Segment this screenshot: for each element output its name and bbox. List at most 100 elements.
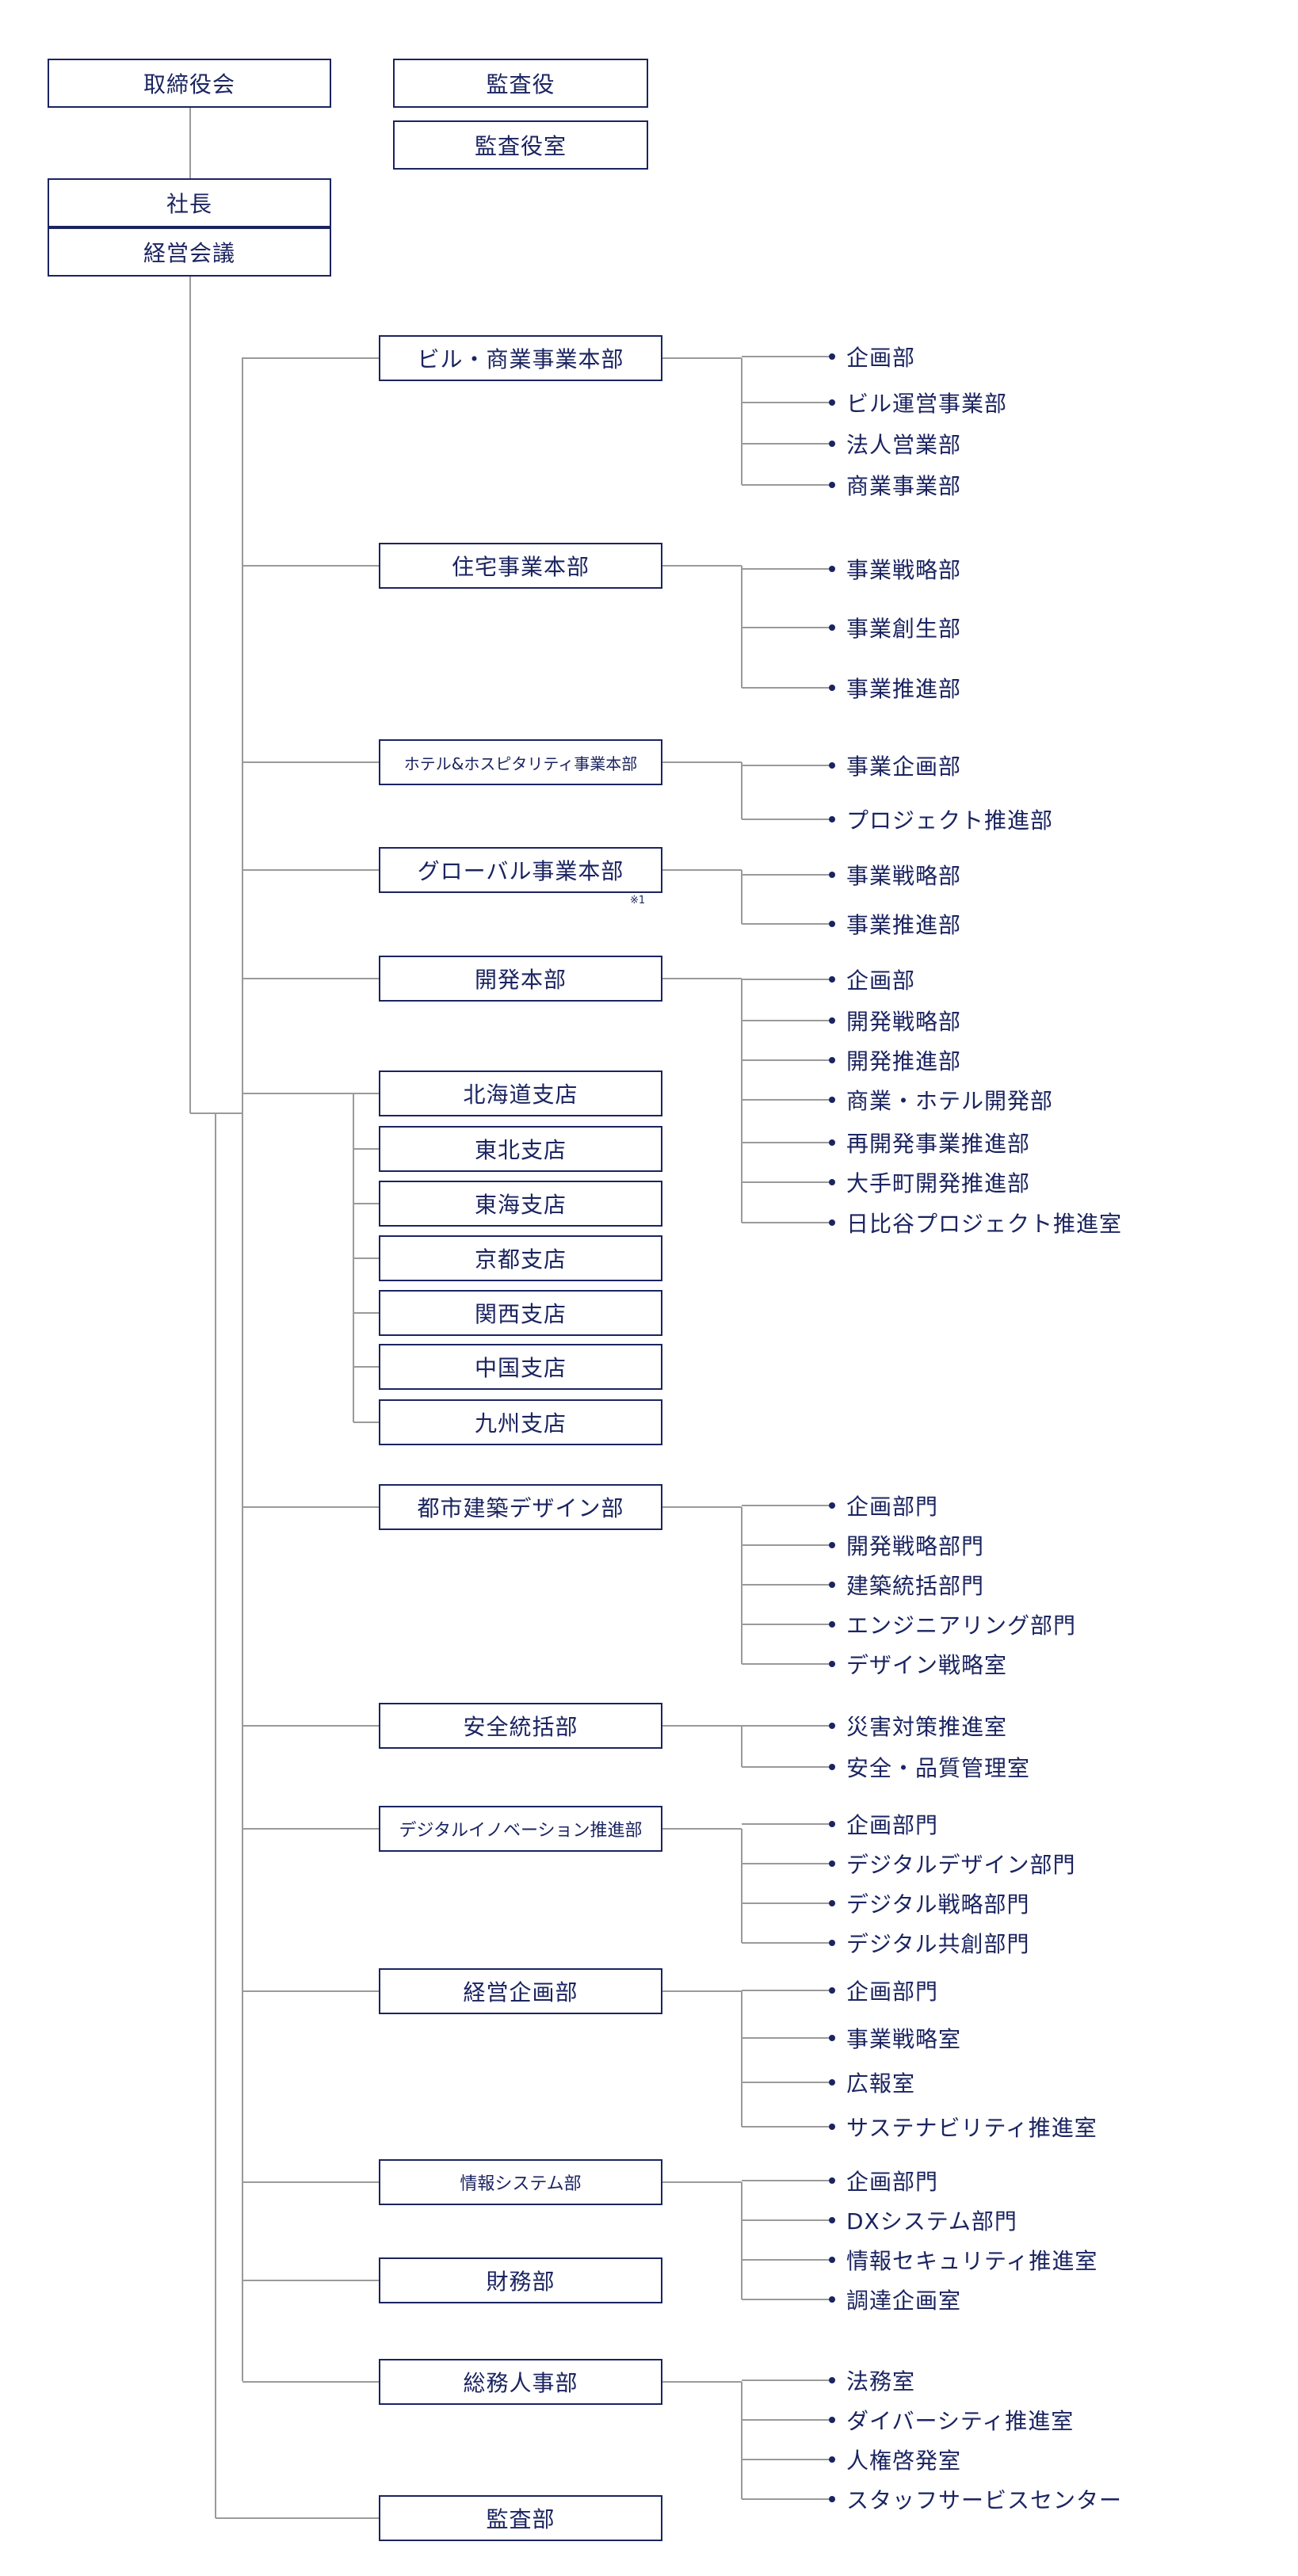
child-connector <box>742 627 832 628</box>
child-item: 災害対策推進室 <box>846 1714 1008 1740</box>
bullet-dot <box>829 482 835 488</box>
group-connector <box>242 565 379 567</box>
branch-office-connector <box>353 1366 379 1368</box>
bullet-dot <box>829 624 835 631</box>
bullet-dot <box>829 1582 835 1588</box>
branch-office-connector <box>353 1422 379 1423</box>
child-item: 法務室 <box>846 2368 916 2395</box>
group-connector <box>242 357 379 359</box>
child-item: 法人営業部 <box>846 432 962 458</box>
bullet-dot <box>829 566 835 572</box>
bullet-dot <box>829 2177 835 2184</box>
child-item: 企画部門 <box>846 2169 939 2195</box>
branch-office-connector <box>353 1203 379 1204</box>
child-item: DXシステム部門 <box>846 2208 1017 2234</box>
child-item: サステナビリティ推進室 <box>846 2115 1098 2141</box>
bullet-dot <box>829 399 835 406</box>
bullet-dot <box>829 976 835 983</box>
child-item: 事業推進部 <box>846 912 962 938</box>
bullet-dot <box>829 1860 835 1867</box>
child-connector <box>742 1059 832 1061</box>
child-connector <box>742 1181 832 1183</box>
child-item: 安全・品質管理室 <box>846 1755 1031 1781</box>
bullet-dot <box>829 1940 835 1946</box>
child-item: 大手町開発推進部 <box>846 1170 1031 1196</box>
child-item: デジタルデザイン部門 <box>846 1852 1076 1878</box>
bullet-dot <box>829 2417 835 2423</box>
auditors-box: 監査役 <box>393 59 648 108</box>
bullet-dot <box>829 1502 835 1509</box>
branch-office-connector <box>353 1257 379 1259</box>
bullet-dot <box>829 762 835 769</box>
group-box: 住宅事業本部 <box>379 543 662 589</box>
child-item: 事業戦略部 <box>846 557 962 583</box>
child-connector <box>742 2082 832 2083</box>
child-connector <box>742 1663 832 1665</box>
child-connector <box>742 1902 832 1904</box>
child-connector <box>742 923 832 925</box>
branch-connector <box>662 1828 742 1830</box>
child-connector <box>742 1990 832 1991</box>
child-connector <box>742 819 832 820</box>
group-box: 開発本部 <box>379 956 662 1002</box>
child-item: 調達企画室 <box>846 2288 962 2314</box>
group-box: グローバル事業本部 <box>379 847 662 893</box>
branch-connector <box>662 2381 742 2383</box>
child-item: デジタル戦略部門 <box>846 1891 1030 1918</box>
audit-connector <box>216 2517 379 2519</box>
child-connector <box>742 2419 832 2421</box>
child-connector <box>742 1505 832 1506</box>
group-connector <box>242 1506 379 1508</box>
group-box: ホテル&ホスピタリティ事業本部 <box>379 739 662 785</box>
child-connector <box>742 2180 832 2181</box>
child-item: エンジニアリング部門 <box>846 1612 1077 1639</box>
bullet-dot <box>829 1179 835 1185</box>
group-connector <box>242 761 379 763</box>
branch-office-box: 京都支店 <box>379 1235 662 1281</box>
child-item: 開発戦略部 <box>846 1009 962 1035</box>
child-connector <box>742 1142 832 1143</box>
child-item: 広報室 <box>846 2070 916 2097</box>
child-connector <box>742 2037 832 2039</box>
bullet-dot <box>829 1017 835 1024</box>
branch-office-box: 北海道支店 <box>379 1070 662 1116</box>
board-box: 取締役会 <box>48 59 331 108</box>
branch-line <box>741 762 743 819</box>
bullet-dot <box>829 1542 835 1548</box>
child-item: 開発推進部 <box>846 1048 962 1074</box>
branch-connector <box>662 565 742 567</box>
bullet-dot <box>829 1723 835 1729</box>
branch-connector <box>662 1725 742 1727</box>
child-connector <box>742 1222 832 1223</box>
child-item: 事業創生部 <box>846 616 962 642</box>
branch-offices-connector <box>242 1093 353 1094</box>
bullet-dot <box>829 685 835 691</box>
branch-office-connector <box>353 1093 379 1094</box>
child-connector <box>742 484 832 486</box>
child-item: プロジェクト推進部 <box>846 807 1054 834</box>
branch-connector <box>662 357 742 359</box>
branch-line <box>741 1726 743 1767</box>
child-item: 事業戦略室 <box>846 2026 962 2052</box>
child-item: 企画部門 <box>846 1979 939 2005</box>
bullet-dot <box>829 1987 835 1994</box>
group-box: 総務人事部 <box>379 2359 662 2405</box>
child-connector <box>742 402 832 403</box>
bullet-dot <box>829 1057 835 1063</box>
child-connector <box>742 1863 832 1864</box>
child-item: 事業企画部 <box>846 754 962 780</box>
child-connector <box>742 874 832 876</box>
child-item: 商業・ホテル開発部 <box>846 1088 1054 1114</box>
spine-line <box>189 277 191 1113</box>
child-connector <box>742 443 832 445</box>
management-meeting-box: 経営会議 <box>48 227 331 277</box>
group-connector <box>242 978 379 979</box>
bullet-dot <box>829 2296 835 2303</box>
bullet-dot <box>829 2456 835 2463</box>
group-box: 都市建築デザイン部 <box>379 1484 662 1530</box>
child-connector <box>742 1544 832 1546</box>
child-connector <box>742 1725 832 1727</box>
branch-office-connector <box>353 1148 379 1150</box>
branch-line <box>741 2182 743 2299</box>
